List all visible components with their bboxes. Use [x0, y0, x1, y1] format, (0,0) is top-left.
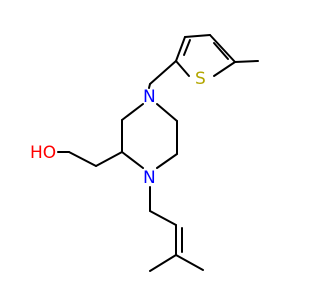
bond-ch2-ch — [149, 210, 177, 226]
bond-ring-ch2 — [95, 151, 123, 167]
bond-thiophene-c4-c5 — [209, 34, 236, 63]
bond-ch2-n-top — [148, 83, 151, 89]
bond-thiophene-c2-c3 — [175, 36, 186, 62]
bond-n-bot-c-left — [121, 151, 144, 169]
bond-c-methyl-left — [149, 254, 177, 272]
bond-thiophene-c3-c4 — [184, 34, 211, 38]
molecule-structure-diagram: HO S N N — [30, 34, 259, 272]
atom-label-n-bottom: N — [143, 168, 156, 188]
bond-ch2-ch2 — [68, 151, 97, 167]
bond-thiophene-ch2 — [149, 60, 177, 85]
bond-thiophene-c4-c5-double — [213, 42, 229, 60]
atom-label-s: S — [195, 69, 206, 89]
bond-c-methyl-right — [175, 254, 204, 271]
bond-thiophene-c5-s — [213, 61, 236, 77]
bond-n-top-c-right — [156, 103, 178, 122]
atom-label-n-top: N — [143, 87, 156, 107]
bond-c-upleft-n-top — [121, 103, 144, 121]
bond-c-lowright-n-bot — [156, 153, 178, 169]
bond-thiophene-c2-c3-double — [183, 39, 191, 56]
bond-thiophene-s-c2 — [175, 60, 190, 77]
bond-methyl-thiophene — [234, 60, 259, 63]
atom-label-ho: HO — [30, 143, 56, 163]
